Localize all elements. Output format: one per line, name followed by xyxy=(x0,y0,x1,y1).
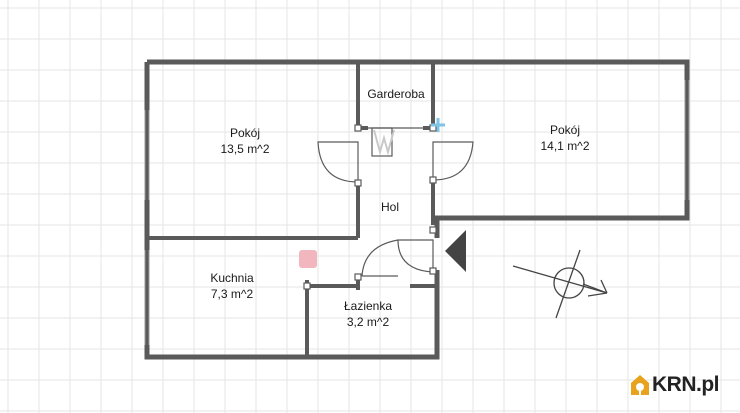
room-name: Hol xyxy=(380,200,399,214)
room-name: Garderoba xyxy=(367,87,425,101)
marker-blue xyxy=(431,118,445,132)
room-area: 7,3 m^2 xyxy=(210,287,254,301)
room-label-garderoba: Garderoba xyxy=(358,86,434,102)
room-area: 3,2 m^2 xyxy=(346,315,390,329)
room-area: 14,1 m^2 xyxy=(540,139,590,153)
brand-logo: KRN.pl xyxy=(630,370,720,400)
house-icon xyxy=(631,375,649,395)
north-arrow-icon xyxy=(512,249,608,319)
windows xyxy=(144,80,690,345)
room-label-hol: Hol xyxy=(370,199,410,215)
room-name: Kuchnia xyxy=(210,271,254,285)
room-name: Pokój xyxy=(229,126,261,140)
room-label-lazienka: Łazienka 3,2 m^2 xyxy=(328,298,408,330)
entrance-arrow-icon xyxy=(445,230,466,272)
marker-pink xyxy=(299,250,317,268)
logo-text: KRN.pl xyxy=(652,373,720,396)
inner-walls xyxy=(147,62,437,357)
room-label-kuchnia: Kuchnia 7,3 m^2 xyxy=(192,270,272,302)
room-area: 13,5 m^2 xyxy=(220,142,270,156)
room-label-pokoj-left: Pokój 13,5 m^2 xyxy=(205,125,285,157)
room-name: Łazienka xyxy=(343,299,393,313)
walls xyxy=(144,59,690,360)
door-hinges xyxy=(303,124,437,290)
room-name: Pokój xyxy=(549,123,581,137)
room-label-pokoj-right: Pokój 14,1 m^2 xyxy=(525,122,605,154)
